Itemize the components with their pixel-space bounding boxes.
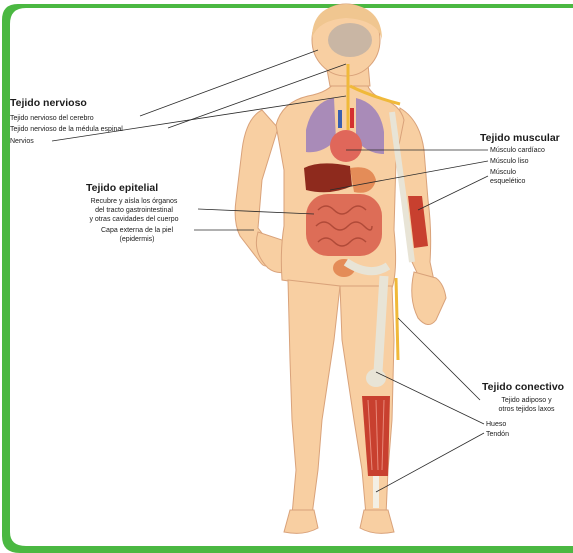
heart	[330, 130, 362, 162]
left-foot	[284, 510, 318, 533]
left-leg	[288, 280, 340, 515]
line-adipose	[398, 318, 480, 400]
muscular-skeletal-line2: esquelético	[490, 177, 525, 186]
right-hand	[412, 272, 446, 325]
connective-heading: Tejido conectivo	[482, 381, 564, 393]
knee-cap	[366, 369, 386, 387]
connective-adipose-line1: Tejido adiposo y	[480, 396, 573, 405]
liver	[304, 163, 352, 192]
connective-tendon-label: Tendón	[486, 430, 509, 439]
nervous-nerves-label: Nervios	[10, 137, 34, 146]
adipose-band	[396, 278, 398, 360]
nervous-brain-label: Tejido nervioso del cerebro	[10, 114, 94, 123]
nervous-heading: Tejido nervioso	[10, 97, 87, 109]
muscular-skeletal-line1: Músculo	[490, 168, 516, 177]
epithelial-line2: del tracto gastrointestinal	[70, 206, 198, 215]
epithelial-line3: y otras cavidades del cuerpo	[70, 215, 198, 224]
right-foot	[360, 510, 394, 533]
epithelial-line5: (epidermis)	[80, 235, 194, 244]
muscular-smooth-label: Músculo liso	[490, 157, 529, 166]
connective-bone-label: Hueso	[486, 420, 506, 429]
muscular-heading: Tejido muscular	[480, 132, 560, 144]
brain	[328, 23, 372, 57]
nervous-spinal-label: Tejido nervioso de la médula espinal	[10, 125, 123, 134]
epithelial-line1: Recubre y aísla los órganos	[70, 197, 198, 206]
line-tendon	[376, 433, 484, 492]
muscular-cardiac-label: Músculo cardíaco	[490, 146, 545, 155]
epithelial-line4: Capa externa de la piel	[80, 226, 194, 235]
epithelial-heading: Tejido epitelial	[86, 182, 158, 194]
line-skeletal	[418, 176, 488, 210]
connective-adipose-line2: otros tejidos laxos	[480, 405, 573, 414]
femur	[378, 276, 384, 372]
